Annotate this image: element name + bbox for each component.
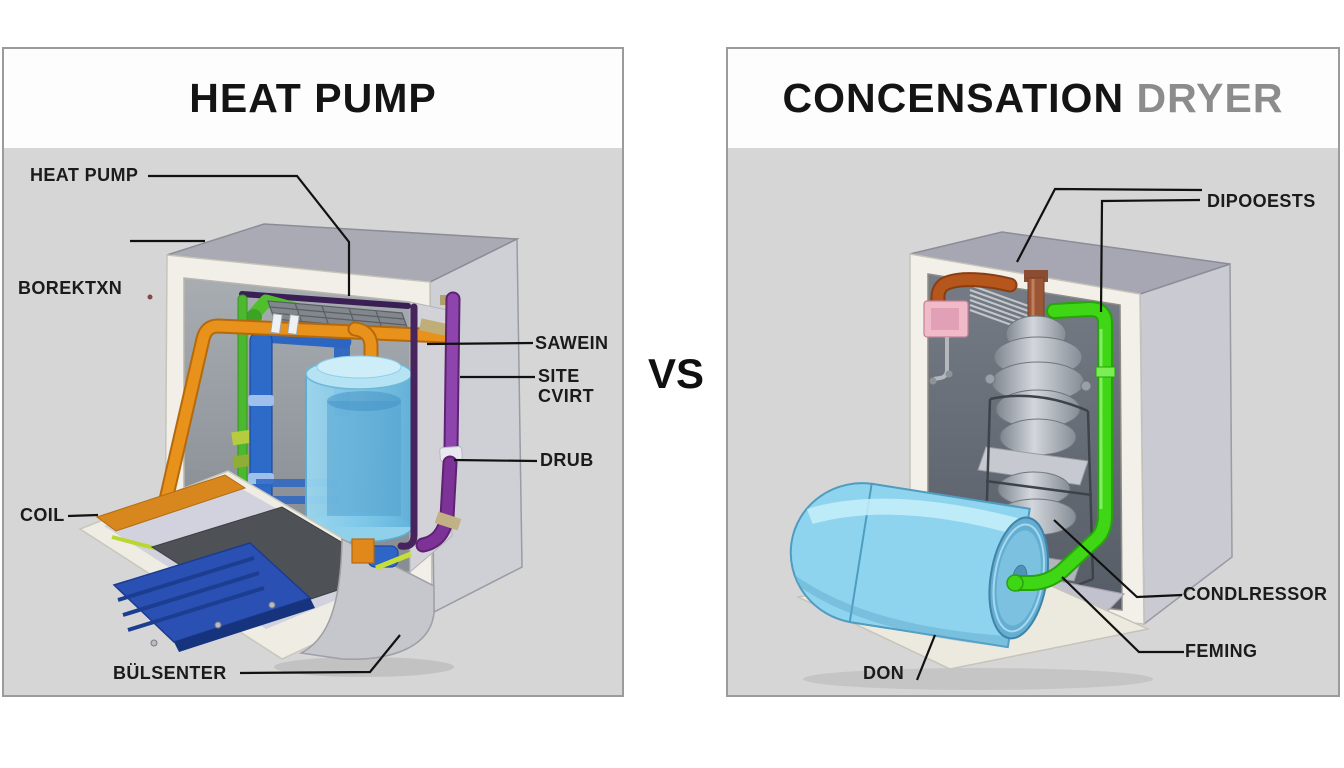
coil-strip (95, 474, 247, 532)
right-interior-components (923, 270, 1095, 598)
label-feming: FEMING (1185, 641, 1258, 661)
left-leader-lines (67, 174, 538, 675)
heat-pump-panel: HEAT PUMP (2, 47, 624, 697)
condensation-dryer-illustration (789, 187, 1233, 690)
left-machine-shadow (274, 657, 454, 677)
heat-pump-title-band: HEAT PUMP (4, 49, 622, 148)
title-secondary: DRYER (1136, 75, 1284, 121)
drain-tube (929, 337, 953, 385)
condensation-title-band: CONCENSATION DRYER (728, 49, 1338, 148)
condenser-fins (969, 284, 1035, 334)
rounded-pedestal (298, 537, 435, 660)
label-drub: DRUB (540, 450, 594, 470)
blue-pipes (248, 329, 352, 519)
label-heat-pump: HEAT PUMP (30, 165, 139, 185)
condensation-panel-title: CONCENSATION DRYER (783, 75, 1284, 122)
left-interior-components (154, 291, 463, 553)
label-dipooests: DIPOOESTS (1207, 191, 1316, 211)
condensation-dryer-panel: CONCENSATION DRYER (726, 47, 1340, 697)
label-bulsenter: BÜLSENTER (113, 663, 227, 683)
compressor-stack (977, 270, 1092, 582)
purple-pipes (397, 291, 463, 553)
label-coil: COIL (20, 505, 65, 525)
pink-heater-box (923, 300, 969, 338)
label-site-cvirt: SITE CVIRT (538, 366, 594, 406)
condenser-block (112, 542, 315, 652)
label-sawein: SAWEIN (535, 333, 609, 353)
orange-pipe (154, 295, 458, 525)
label-site: SITE (538, 366, 580, 386)
heat-pump-illustration (67, 174, 538, 677)
right-leader-lines (915, 187, 1203, 681)
title-primary: CONCENSATION (782, 75, 1125, 121)
tank-drain-fitting (351, 538, 375, 564)
green-vertical-pipe (231, 294, 254, 506)
right-machine-shadow (803, 668, 1153, 690)
vs-divider: VS (647, 350, 705, 397)
refrigerant-tank (305, 355, 413, 543)
copper-inlet-pipe (930, 272, 1018, 311)
left-base-assembly (78, 470, 435, 660)
label-borektxn: BOREKTXN (18, 278, 123, 298)
label-don: DON (863, 663, 905, 683)
label-condlressor: CONDLRESSOR (1183, 584, 1328, 604)
label-cvirt: CVIRT (538, 386, 594, 406)
heat-pump-panel-title: HEAT PUMP (189, 75, 437, 121)
